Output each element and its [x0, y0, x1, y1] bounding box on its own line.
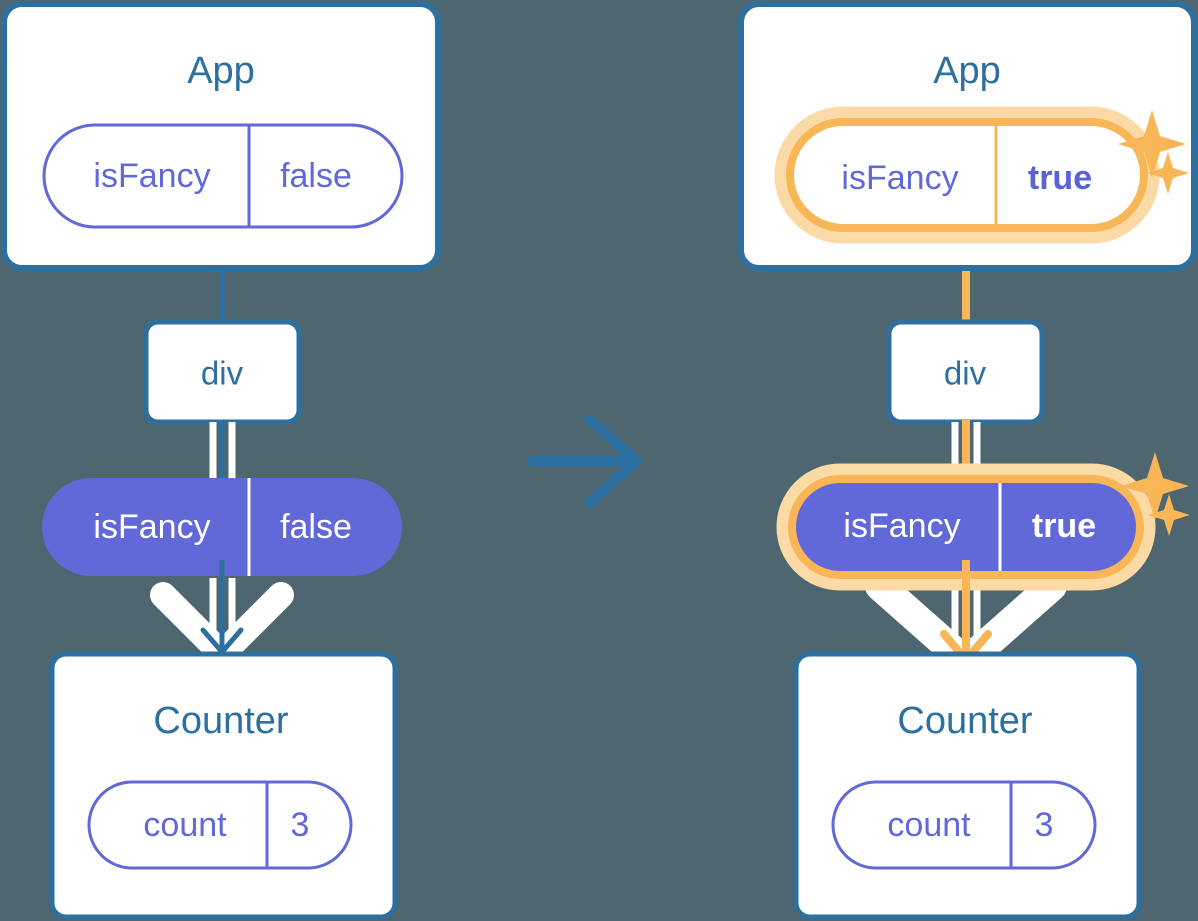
- app-box: App isFancy false: [1, 1, 441, 271]
- div-box-label: div: [944, 355, 987, 392]
- app-box-title: App: [933, 50, 1001, 92]
- app-state-pill: isFancy true: [774, 106, 1160, 244]
- sparkle-group-props: [1121, 452, 1190, 536]
- counter-box-title: Counter: [897, 700, 1033, 742]
- props-pill-shape: [42, 478, 402, 576]
- transition-arrow: [527, 414, 643, 508]
- counter-state-pill-shape: [831, 780, 1097, 870]
- sparkle-icon: [1121, 452, 1189, 520]
- counter-box: Counter count 3: [793, 651, 1142, 920]
- counter-state-pill: count 3: [831, 780, 1097, 870]
- props-pill-key: isFancy: [93, 508, 210, 546]
- sparkle-small-icon: [1148, 494, 1190, 536]
- app-state-pill-glow: [774, 106, 1160, 244]
- app-box-title: App: [187, 50, 255, 92]
- app-state-pill-value: false: [280, 157, 352, 195]
- props-pill-value: false: [280, 508, 352, 546]
- before-panel: App isFancy false div: [1, 1, 441, 920]
- props-pill-key: isFancy: [843, 507, 960, 545]
- counter-state-pill-key: count: [143, 806, 227, 844]
- sparkle-small-icon: [1147, 152, 1189, 194]
- sparkle-group-app: [1118, 110, 1189, 194]
- app-state-pill-shape: [786, 118, 1148, 232]
- counter-state-pill-value: 3: [291, 806, 310, 844]
- div-box: div: [143, 319, 302, 425]
- counter-state-pill-value: 3: [1035, 806, 1054, 844]
- after-panel: App isFancy true div: [738, 1, 1197, 920]
- sparkle-icon: [1118, 110, 1186, 178]
- props-pill-value: true: [1032, 507, 1096, 545]
- props-pill: isFancy false: [42, 478, 402, 576]
- div-box: div: [886, 319, 1045, 425]
- app-state-pill-value: true: [1028, 159, 1092, 197]
- app-state-pill-key: isFancy: [93, 157, 210, 195]
- props-pill: isFancy true: [776, 463, 1156, 591]
- app-state-pill-shape: [42, 123, 404, 229]
- counter-box-title: Counter: [153, 700, 289, 742]
- app-state-pill: isFancy false: [42, 123, 404, 229]
- div-box-label: div: [201, 355, 244, 392]
- app-state-pill-key: isFancy: [841, 159, 958, 197]
- counter-state-pill-shape: [87, 780, 353, 870]
- app-box: App isFancy true: [738, 1, 1197, 271]
- counter-state-pill: count 3: [87, 780, 353, 870]
- counter-box: Counter count 3: [49, 651, 398, 920]
- arrow-right-head: [584, 414, 643, 508]
- counter-state-pill-key: count: [887, 806, 971, 844]
